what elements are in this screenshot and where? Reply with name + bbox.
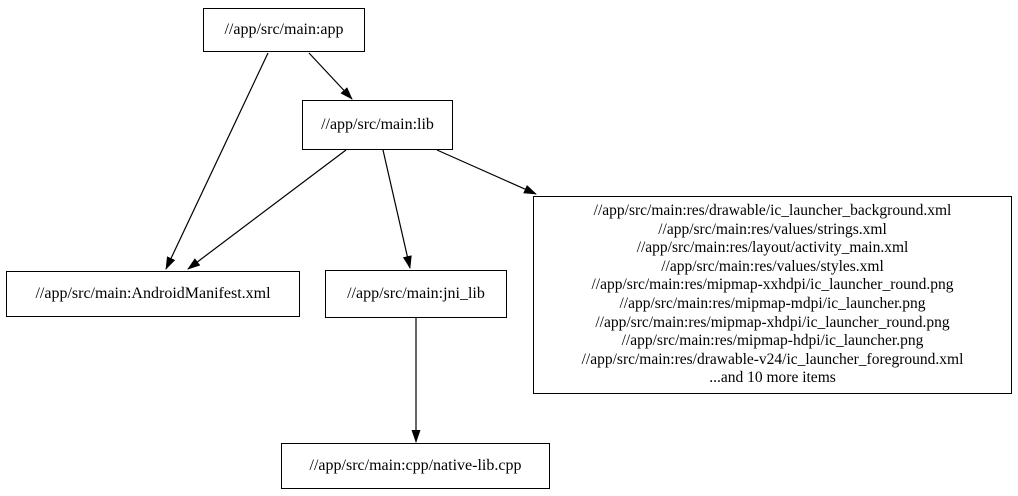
res-file-line: //app/src/main:res/drawable-v24/ic_launc… — [581, 350, 964, 368]
edge-lib-to-res — [436, 149, 537, 195]
node-lib-label: //app/src/main:lib — [321, 115, 434, 133]
res-file-line: //app/src/main:res/values/styles.xml — [661, 257, 884, 275]
node-jni-lib-label: //app/src/main:jni_lib — [347, 284, 485, 302]
node-app-label: //app/src/main:app — [224, 20, 344, 38]
node-android-manifest: //app/src/main:AndroidManifest.xml — [6, 271, 300, 317]
res-file-line: //app/src/main:res/layout/activity_main.… — [636, 239, 909, 257]
node-android-manifest-label: //app/src/main:AndroidManifest.xml — [35, 284, 271, 302]
node-lib: //app/src/main:lib — [302, 100, 453, 150]
res-more-items-line: ...and 10 more items — [709, 369, 836, 387]
res-file-line: //app/src/main:res/drawable/ic_launcher_… — [593, 202, 952, 220]
res-file-line: //app/src/main:res/mipmap-mdpi/ic_launch… — [619, 295, 926, 312]
res-file-line: //app/src/main:res/mipmap-hdpi/ic_launch… — [621, 332, 924, 350]
node-native-lib-cpp: //app/src/main:cpp/native-lib.cpp — [281, 443, 550, 489]
node-native-lib-cpp-label: //app/src/main:cpp/native-lib.cpp — [309, 456, 522, 474]
edge-app-to-manifest — [165, 52, 269, 270]
edge-lib-to-jni — [382, 149, 412, 269]
node-res-files: //app/src/main:res/drawable/ic_launcher_… — [533, 196, 1012, 394]
edge-lib-to-manifest — [187, 149, 347, 270]
res-file-line: //app/src/main:res/values/strings.xml — [658, 220, 887, 238]
node-app: //app/src/main:app — [203, 8, 365, 52]
edge-app-to-lib — [308, 52, 353, 100]
res-file-line: //app/src/main:res/mipmap-xxhdpi/ic_laun… — [591, 276, 954, 294]
res-file-line: //app/src/main:res/mipmap-xhdpi/ic_launc… — [595, 313, 950, 331]
node-jni-lib: //app/src/main:jni_lib — [325, 270, 507, 318]
